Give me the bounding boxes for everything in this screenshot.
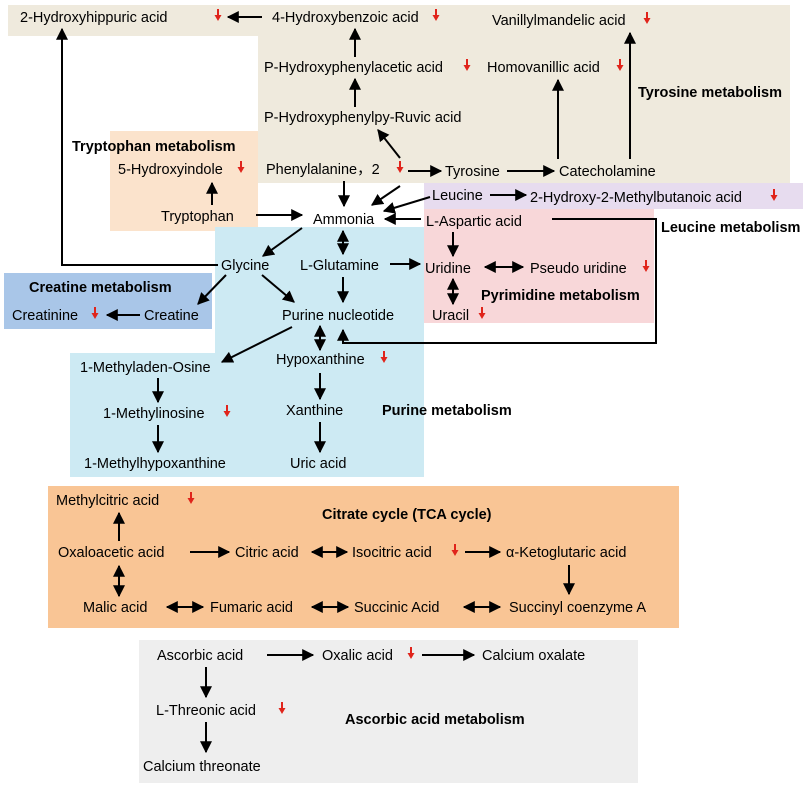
leucine-region <box>424 183 803 209</box>
tryptophan-pathway-title: Tryptophan metabolism <box>72 139 236 155</box>
down-arrow-icon <box>642 260 650 272</box>
down-arrow-icon <box>223 405 231 417</box>
node-phenylalanine: Phenylalanine，2 <box>266 162 380 178</box>
node-succinic: Succinic Acid <box>354 600 439 616</box>
ascorbic-region <box>139 640 638 783</box>
arrow-glycine-to-purine-nucleotide <box>261 274 295 303</box>
down-arrow-icon <box>380 351 388 363</box>
node-tyrosine: Tyrosine <box>445 164 500 180</box>
arrow-ammonia-to-glycine <box>262 227 303 257</box>
down-arrow-icon <box>278 702 286 714</box>
node-hydroxyindole: 5-Hydroxyindole <box>118 162 223 178</box>
node-xanthine: Xanthine <box>286 403 343 419</box>
down-arrow-icon <box>616 59 624 71</box>
node-fumaric: Fumaric acid <box>210 600 293 616</box>
down-arrow-icon <box>187 492 195 504</box>
creatine-pathway-title: Creatine metabolism <box>29 280 172 296</box>
purine-pathway-title: Purine metabolism <box>382 403 512 419</box>
down-arrow-icon <box>432 9 440 21</box>
node-hydroxyphenylacetic: P-Hydroxyphenylacetic acid <box>264 60 443 76</box>
pyrimidine-region <box>424 209 654 323</box>
purine-region <box>70 227 424 477</box>
node-calcium-oxalate: Calcium oxalate <box>482 648 585 664</box>
node-tryptophan: Tryptophan <box>161 209 234 225</box>
down-arrow-icon <box>396 161 404 173</box>
node-methylbutanoic: 2-Hydroxy-2-Methylbutanoic acid <box>530 190 742 206</box>
node-glycine: Glycine <box>221 258 269 274</box>
down-arrow-icon <box>451 544 459 556</box>
down-arrow-icon <box>770 189 778 201</box>
node-glutamine: L-Glutamine <box>300 258 379 274</box>
tca-pathway-title: Citrate cycle (TCA cycle) <box>322 507 492 523</box>
node-oxaloacetic: Oxaloacetic acid <box>58 545 164 561</box>
down-markers <box>91 9 778 714</box>
node-methyladenosine: 1-Methyladen-Osine <box>80 360 211 376</box>
tryptophan-region <box>110 131 258 231</box>
down-arrow-icon <box>643 12 651 24</box>
node-catecholamine: Catecholamine <box>559 164 656 180</box>
node-uracil: Uracil <box>432 308 469 324</box>
down-arrow-icon <box>214 9 222 21</box>
tca-region <box>48 486 679 628</box>
node-malic: Malic acid <box>83 600 147 616</box>
node-calcium-threonate: Calcium threonate <box>143 759 261 775</box>
tyrosine-region <box>8 5 790 183</box>
node-methylcitric: Methylcitric acid <box>56 493 159 509</box>
node-uridine: Uridine <box>425 261 471 277</box>
arrow-leucine-to-ammonia <box>382 196 431 214</box>
leucine-pathway-title: Leucine metabolism <box>661 220 800 236</box>
arrow-aspartic-to-purine-nucleotide <box>337 218 657 344</box>
down-arrow-icon <box>463 59 471 71</box>
node-hydroxybenzoic: 4-Hydroxybenzoic acid <box>272 10 419 26</box>
node-hypoxanthine: Hypoxanthine <box>276 352 365 368</box>
reaction-arrows <box>56 11 657 754</box>
node-citric: Citric acid <box>235 545 299 561</box>
node-hydroxyphenylpyruvic: P-Hydroxyphenylpy-Ruvic acid <box>264 110 461 126</box>
node-homovanillic: Homovanillic acid <box>487 60 600 76</box>
node-oxalic: Oxalic acid <box>322 648 393 664</box>
node-creatine: Creatine <box>144 308 199 324</box>
node-pseudouridine: Pseudo uridine <box>530 261 627 277</box>
node-methylinosine: 1-Methylinosine <box>103 406 205 422</box>
arrow-glycine-to-hydroxyhippuric <box>56 27 218 266</box>
node-uric-acid: Uric acid <box>290 456 346 472</box>
node-purine-nucleotide: Purine nucleotide <box>282 308 394 324</box>
node-isocitric: Isocitric acid <box>352 545 432 561</box>
arrow-tyrosine-to-ammonia <box>371 185 401 206</box>
node-succinyl: Succinyl coenzyme A <box>509 600 646 616</box>
node-methylhypoxanthine: 1-Methylhypoxanthine <box>84 456 226 472</box>
node-aspartic: L-Aspartic acid <box>426 214 522 230</box>
node-leucine: Leucine <box>432 188 483 204</box>
ascorbic-pathway-title: Ascorbic acid metabolism <box>345 712 525 728</box>
node-threonic: L-Threonic acid <box>156 703 256 719</box>
node-ammonia: Ammonia <box>313 212 375 228</box>
node-creatinine: Creatinine <box>12 308 78 324</box>
node-ascorbic: Ascorbic acid <box>157 648 243 664</box>
node-hydroxyhippuric: 2-Hydroxyhippuric acid <box>20 10 167 26</box>
node-ketoglutaric: α-Ketoglutaric acid <box>506 545 626 561</box>
down-arrow-icon <box>91 307 99 319</box>
tyrosine-pathway-title: Tyrosine metabolism <box>638 85 782 101</box>
down-arrow-icon <box>237 161 245 173</box>
down-arrow-icon <box>478 307 486 319</box>
arrow-purine-nucleotide-to-methyladenosine <box>220 326 293 363</box>
pyrimidine-pathway-title: Pyrimidine metabolism <box>481 288 640 304</box>
arrow-tyrosine-to-hydroxyphenylpyruvic <box>377 129 401 159</box>
arrow-glycine-to-creatine <box>197 274 227 305</box>
down-arrow-icon <box>407 647 415 659</box>
node-vanillylmandelic: Vanillylmandelic acid <box>492 13 626 29</box>
